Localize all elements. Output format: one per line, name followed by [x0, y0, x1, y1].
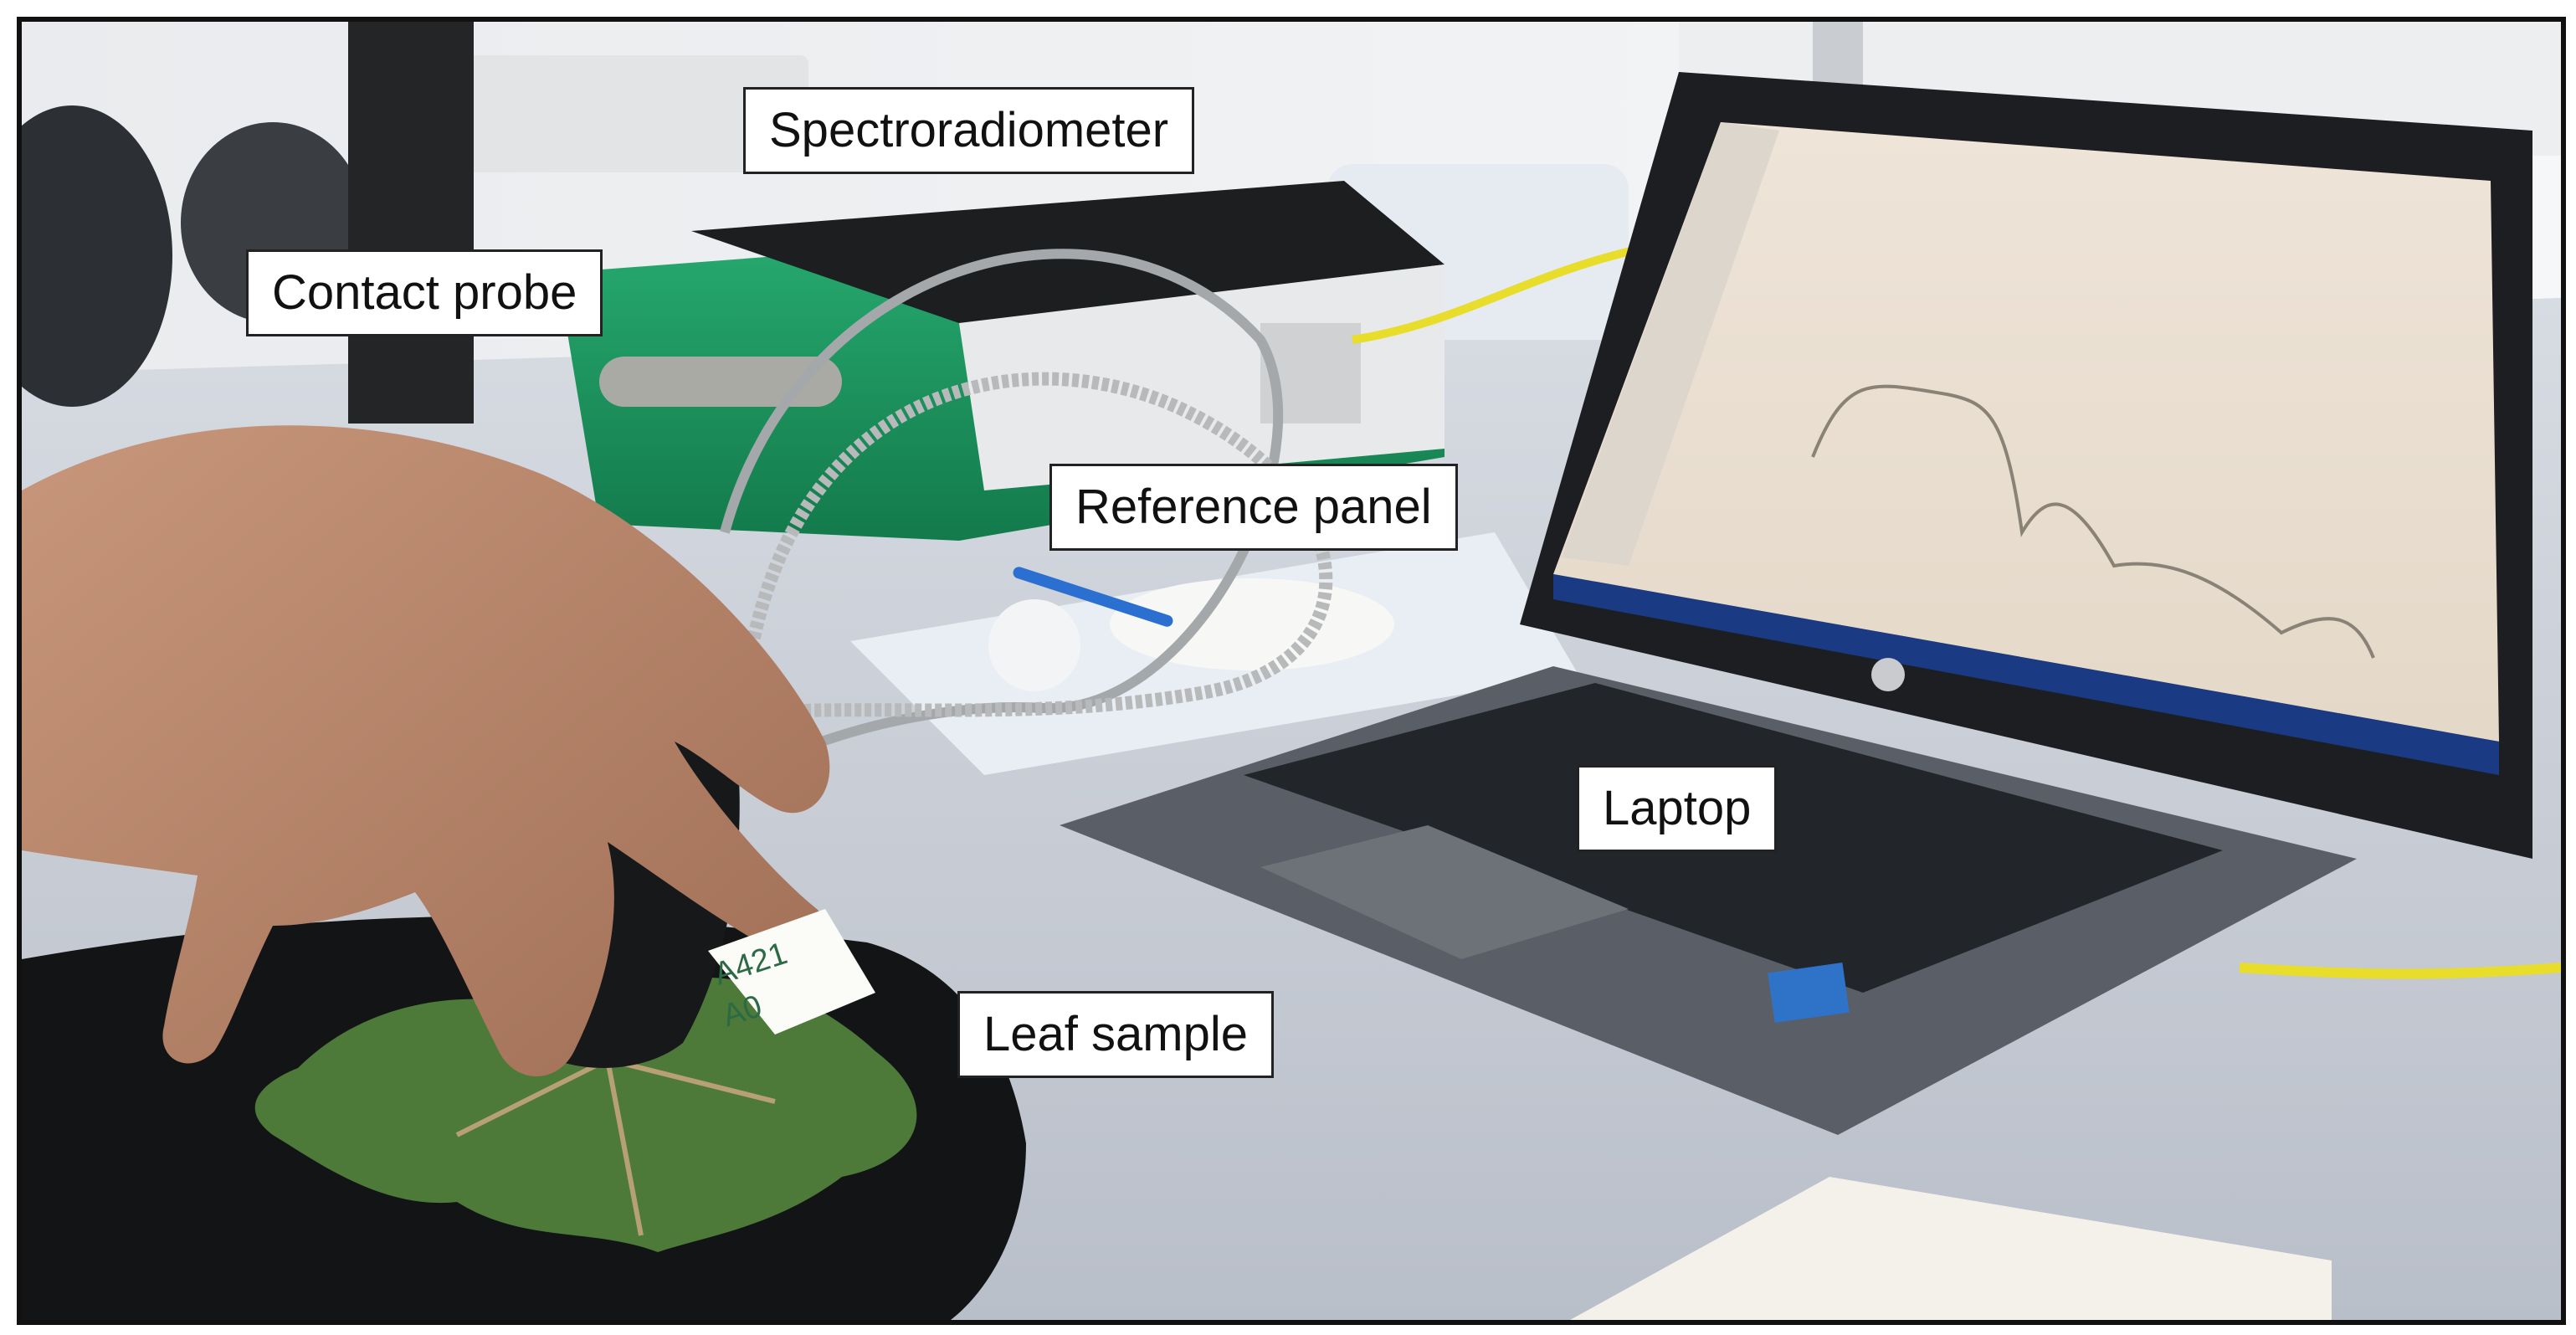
white-sheet [1570, 1177, 2332, 1320]
label-spectroradiometer: Spectroradiometer [743, 87, 1195, 174]
hp-logo [1871, 658, 1905, 691]
ethernet-cable-right [2239, 963, 2561, 979]
label-reference-panel: Reference panel [1049, 464, 1458, 551]
laptop-screen [1553, 122, 2499, 742]
label-leaf-sample: Leaf sample [957, 991, 1274, 1078]
handle [599, 357, 842, 407]
lab-photo: A421 A0 [22, 22, 2561, 1320]
screen-sidebar [1562, 122, 1779, 566]
laptop-trackpad [1260, 825, 1629, 959]
ethernet-cable [1352, 244, 1647, 344]
intel-sticker [1768, 963, 1850, 1023]
shelf [457, 55, 808, 172]
spectrum-curve [1811, 384, 2375, 659]
crumpled-tissue [988, 599, 1080, 691]
chair-back [22, 105, 172, 407]
photo-frame: A421 A0 Spectroradiometer Contact probe … [17, 17, 2566, 1325]
hand [22, 425, 830, 1076]
leaf-veins [455, 1007, 776, 1236]
pen [1013, 567, 1173, 627]
label-contact-probe: Contact probe [246, 249, 603, 336]
label-laptop: Laptop [1577, 765, 1778, 852]
extraction-tube [348, 22, 474, 424]
grape-leaf [254, 977, 917, 1252]
screen-taskbar [1553, 574, 2499, 775]
reference-panel-disk [1110, 578, 1394, 670]
spectroradiometer-face [959, 264, 1445, 490]
